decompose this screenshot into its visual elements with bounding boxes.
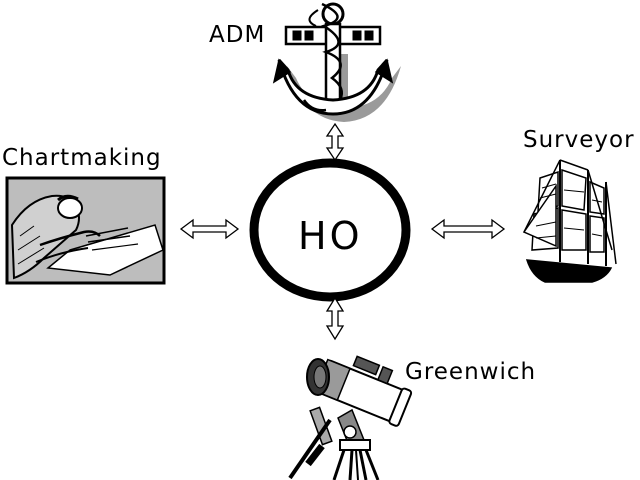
double-arrow-bottom xyxy=(325,296,345,341)
telescope-icon xyxy=(288,355,413,480)
center-ellipse xyxy=(249,158,411,302)
double-arrow-top xyxy=(325,122,345,162)
node-label-chartmaking: Chartmaking xyxy=(2,145,162,171)
double-arrow-right xyxy=(430,218,506,240)
draftsman-icon xyxy=(5,176,166,285)
sailing-ship-icon xyxy=(522,159,617,283)
anchor-icon xyxy=(272,2,401,122)
node-label-surveyor: Surveyor xyxy=(523,127,635,153)
center-label-ho: HO xyxy=(298,214,363,258)
double-arrow-left xyxy=(179,218,240,240)
node-label-adm: ADM xyxy=(209,22,266,48)
node-label-greenwich: Greenwich xyxy=(405,359,537,385)
